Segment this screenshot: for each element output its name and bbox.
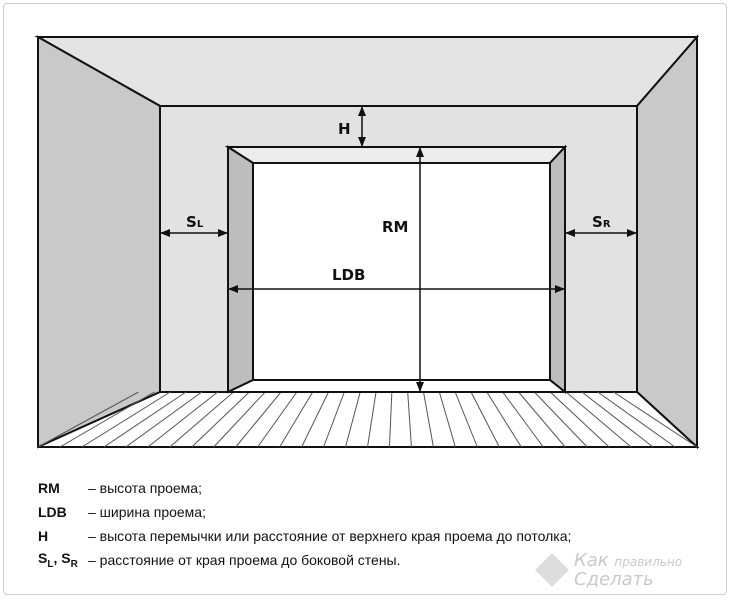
floor-board-line bbox=[81, 391, 171, 448]
floor-board-line bbox=[454, 391, 478, 448]
floor-board-line bbox=[438, 391, 456, 448]
legend-desc: – ширина проема; bbox=[88, 504, 206, 520]
floor-boards bbox=[37, 391, 698, 448]
h-label: H bbox=[338, 120, 351, 138]
floor-board-line bbox=[301, 391, 329, 448]
floor-board-line bbox=[423, 391, 434, 448]
opening-sill bbox=[227, 379, 568, 393]
floor-board-line bbox=[367, 391, 377, 448]
legend-key: RM bbox=[38, 480, 60, 496]
legend-key: SL, SR bbox=[38, 550, 78, 570]
opening-left-jamb bbox=[227, 145, 254, 394]
floor-board-line bbox=[533, 391, 588, 448]
legend-item-ldb: LDB – ширина проема; bbox=[38, 500, 571, 524]
floor-board-line bbox=[597, 391, 676, 448]
floor-board-line bbox=[235, 391, 282, 448]
floor-board-line bbox=[407, 391, 412, 448]
opening bbox=[252, 162, 551, 381]
legend-key: H bbox=[38, 528, 49, 544]
legend: RM – высота проема; LDB – ширина проема; H… bbox=[38, 476, 571, 572]
left-wall bbox=[37, 35, 161, 449]
legend-item-h: H – высота перемычки или расстояние от ве… bbox=[38, 524, 571, 548]
floor-board-line bbox=[486, 391, 522, 448]
floor-board-line bbox=[388, 391, 393, 448]
floor-board-line bbox=[502, 391, 544, 448]
sr-label: SR bbox=[592, 213, 611, 231]
opening-lintel bbox=[224, 146, 568, 164]
legend-desc: – высота перемычки или расстояние от вер… bbox=[88, 528, 572, 544]
floor-board-line bbox=[37, 391, 139, 448]
floor-board-line bbox=[518, 391, 566, 448]
opening-right-jamb bbox=[549, 144, 566, 395]
floor-board-line bbox=[147, 391, 218, 448]
floor-board-line bbox=[103, 391, 187, 448]
ldb-label: LDB bbox=[332, 266, 365, 284]
floor-board-line bbox=[125, 391, 203, 448]
image-frame bbox=[3, 3, 727, 595]
floor-board-line bbox=[565, 391, 632, 448]
floor-board-line bbox=[470, 391, 500, 448]
legend-key: LDB bbox=[38, 504, 67, 520]
floor-board-line bbox=[279, 391, 314, 448]
right-wall bbox=[636, 34, 698, 450]
floor-board-line bbox=[257, 391, 298, 448]
floor-board-line bbox=[169, 391, 234, 448]
floor-board-line bbox=[59, 391, 155, 448]
floor-board-line bbox=[581, 391, 654, 448]
legend-item-s: SL, SR – расстояние от края проема до бок… bbox=[38, 548, 571, 572]
sl-label: SL bbox=[186, 213, 204, 231]
floor-board-line bbox=[323, 391, 345, 448]
legend-desc: – высота проема; bbox=[88, 480, 202, 496]
floor-board-line bbox=[345, 391, 361, 448]
legend-item-rm: RM – высота проема; bbox=[38, 476, 571, 500]
legend-desc: – расстояние от края проема до боковой с… bbox=[88, 552, 401, 568]
floor-board-line bbox=[191, 391, 250, 448]
floor-board-line bbox=[613, 391, 698, 448]
rm-label: RM bbox=[382, 218, 408, 236]
floor-board-line bbox=[549, 391, 610, 448]
floor-board-line bbox=[213, 391, 266, 448]
